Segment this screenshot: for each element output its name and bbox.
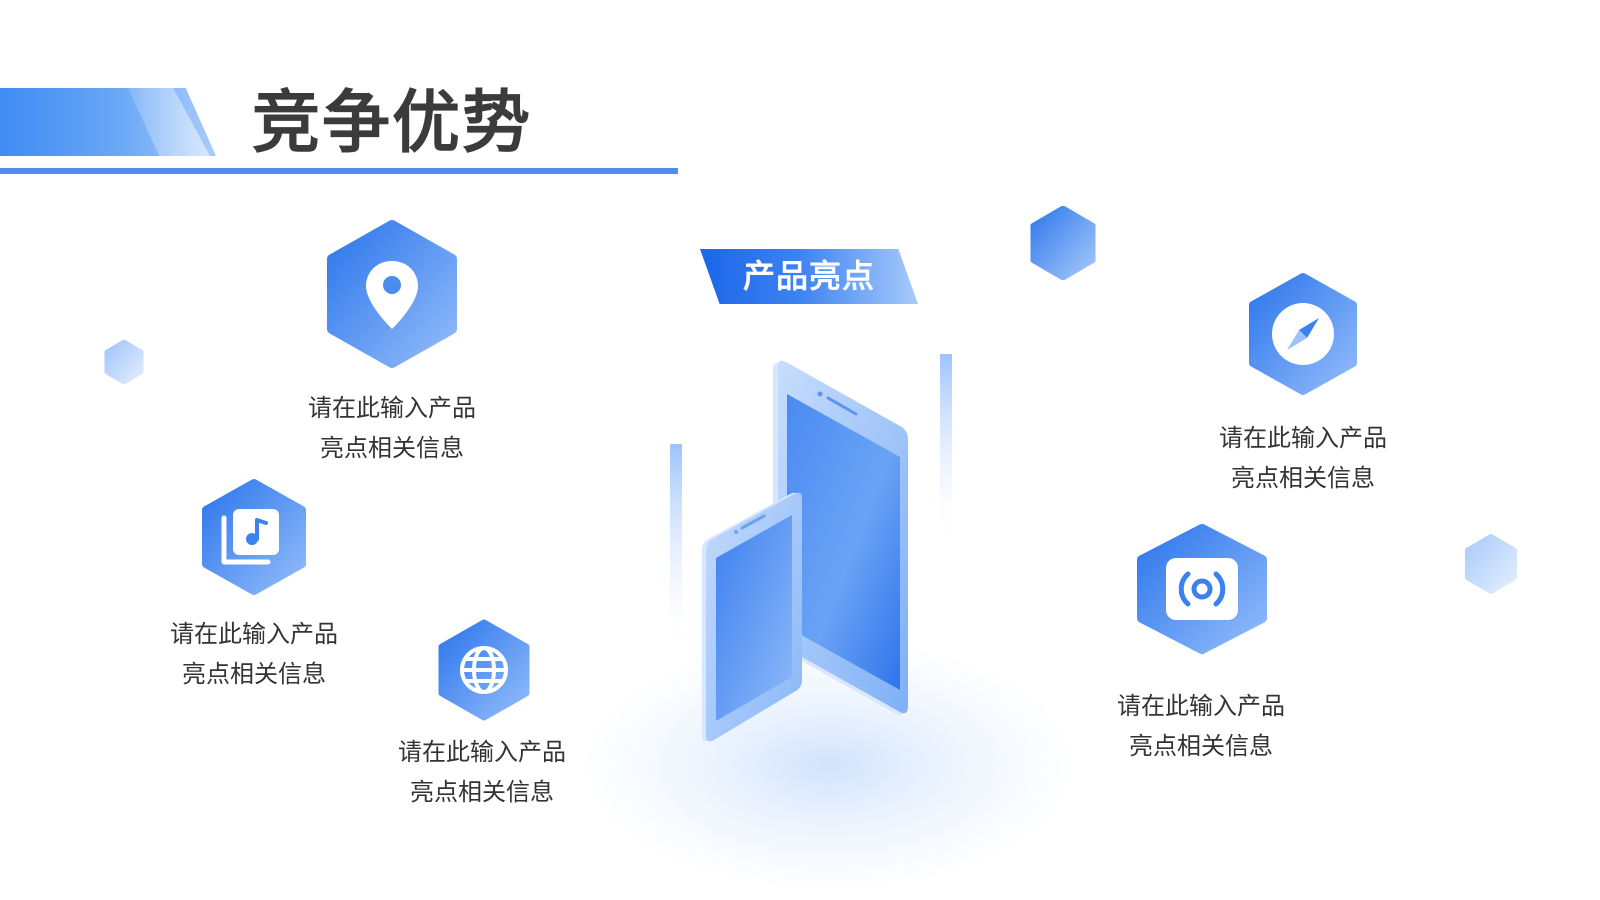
feature-text-music: 请在此输入产品 亮点相关信息 (124, 614, 384, 694)
feature-text-line: 请在此输入产品 (308, 394, 476, 422)
product-highlight-tag (700, 249, 918, 304)
product-highlight-label: 产品亮点 (742, 257, 875, 295)
feature-text-line: 亮点相关信息 (410, 778, 554, 806)
device-illustration (670, 354, 952, 742)
feature-text-line: 亮点相关信息 (1129, 732, 1273, 760)
feature-text-compass: 请在此输入产品 亮点相关信息 (1173, 418, 1433, 498)
music-album-icon (202, 479, 306, 595)
feature-text-line: 请在此输入产品 (1219, 424, 1387, 452)
feature-text-location: 请在此输入产品 亮点相关信息 (262, 388, 522, 468)
feature-text-line: 请在此输入产品 (398, 738, 566, 766)
feature-text-line: 亮点相关信息 (320, 434, 464, 462)
globe-icon (438, 619, 530, 721)
location-pin-icon (327, 220, 457, 368)
feature-text-line: 请在此输入产品 (1117, 692, 1285, 720)
title-underline (0, 168, 678, 174)
camera-icon (1137, 524, 1267, 654)
feature-text-line: 亮点相关信息 (1231, 464, 1375, 492)
feature-text-globe: 请在此输入产品 亮点相关信息 (352, 732, 612, 812)
feature-text-line: 请在此输入产品 (170, 620, 338, 648)
feature-text-camera: 请在此输入产品 亮点相关信息 (1071, 686, 1331, 766)
small-hexagon-right (1465, 534, 1517, 594)
small-hexagon-left (104, 340, 144, 384)
small-hexagon-top-right (1030, 206, 1096, 280)
device-glow (584, 640, 1074, 890)
page-title: 竞争优势 (252, 84, 533, 163)
compass-icon (1249, 273, 1357, 395)
feature-text-line: 亮点相关信息 (182, 660, 326, 688)
